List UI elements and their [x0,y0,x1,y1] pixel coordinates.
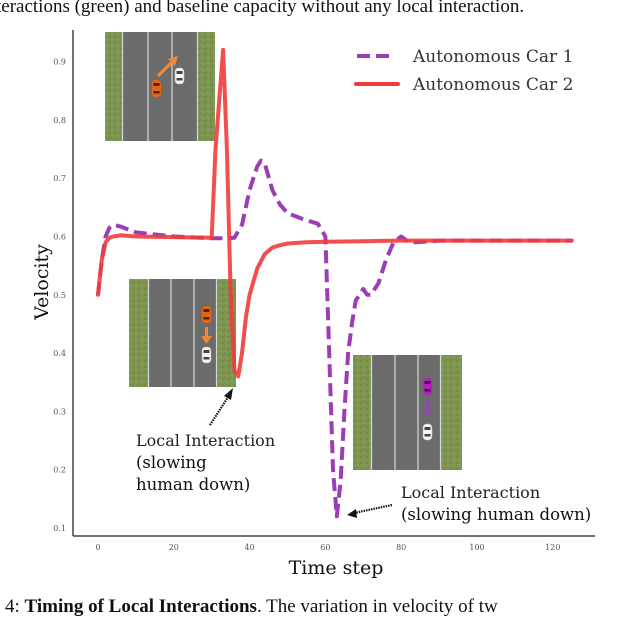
caption-figure-number: g. 4: [0,596,20,617]
arrow-up-right-icon [156,58,176,78]
legend-label-car2: Autonomous Car 2 [412,75,573,95]
magenta-car-icon [423,378,432,395]
x-tick-label: 20 [169,543,179,552]
x-tick-labels: 0 20 40 60 80 100 120 [95,543,560,552]
annotation-2-line2: (slowing human down) [401,505,592,524]
white-car-icon [201,346,212,364]
x-tick-label: 0 [95,543,100,552]
annotation-arrow-2 [347,503,393,518]
y-tick-label: 0.4 [53,349,66,358]
y-tick-label: 0.6 [53,233,66,242]
white-car-icon [422,423,433,441]
y-axis-title: Velocity [31,244,53,321]
annotation-arrow-1 [209,388,233,426]
legend: Autonomous Car 1 Autonomous Car 2 [354,47,573,95]
caption-bottom: g. 4: Timing of Local Interactions. The … [0,596,498,618]
white-car-icon [174,67,185,85]
y-tick-label: 0.5 [53,291,66,300]
caption-top: teractions (green) and baseline capacity… [0,0,525,17]
axes: 0.1 0.2 0.3 0.4 0.5 0.6 0.7 0.8 0.9 0 20 40 60 80 100… [31,30,595,579]
annotation-1-line2: (slowing [136,453,207,472]
legend-label-car1: Autonomous Car 1 [412,47,573,67]
annotation-1-line3: human down) [136,475,251,494]
y-tick-label: 0.3 [53,407,66,416]
caption-text: . The variation in velocity of tw [256,596,498,617]
y-tick-label: 0.7 [53,174,66,183]
annotation-2-line1: Local Interaction [401,483,541,502]
series-lines [96,47,574,519]
caption-title: Timing of Local Interactions [24,596,257,617]
y-tick-labels: 0.1 0.2 0.3 0.4 0.5 0.6 0.7 0.8 0.9 [53,58,66,533]
x-axis-title: Time step [289,557,384,579]
y-tick-label: 0.2 [53,466,66,475]
orange-car-icon [202,306,211,323]
series-line-2 [96,47,574,379]
x-tick-label: 80 [396,543,406,552]
y-tick-label: 0.8 [53,116,66,125]
y-tick-label: 0.9 [53,58,66,67]
inset-lane-change [105,32,215,141]
inset-slowdown-orange [129,279,236,387]
annotation-1: Local Interaction (slowing human down) [136,430,275,496]
x-tick-label: 100 [469,543,484,552]
orange-car-icon [152,80,161,97]
y-tick-label: 0.1 [53,524,66,533]
inset-slowdown-magenta [353,355,462,470]
x-tick-label: 40 [245,543,255,552]
x-tick-label: 120 [545,543,560,552]
x-tick-label: 60 [320,543,330,552]
annotation-2: Local Interaction (slowing human down) [401,482,591,526]
annotation-1-line1: Local Interaction [136,431,276,450]
